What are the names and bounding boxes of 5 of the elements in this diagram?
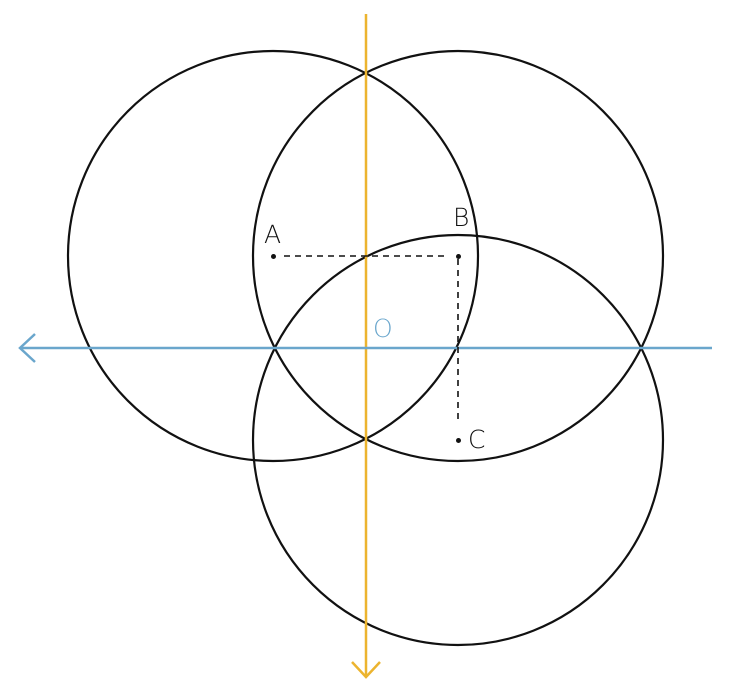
origin-label: O xyxy=(373,315,393,343)
point-label: A xyxy=(264,221,282,249)
dashed-line xyxy=(284,255,447,257)
point-label: B xyxy=(453,204,470,232)
point-label: C xyxy=(468,426,486,454)
